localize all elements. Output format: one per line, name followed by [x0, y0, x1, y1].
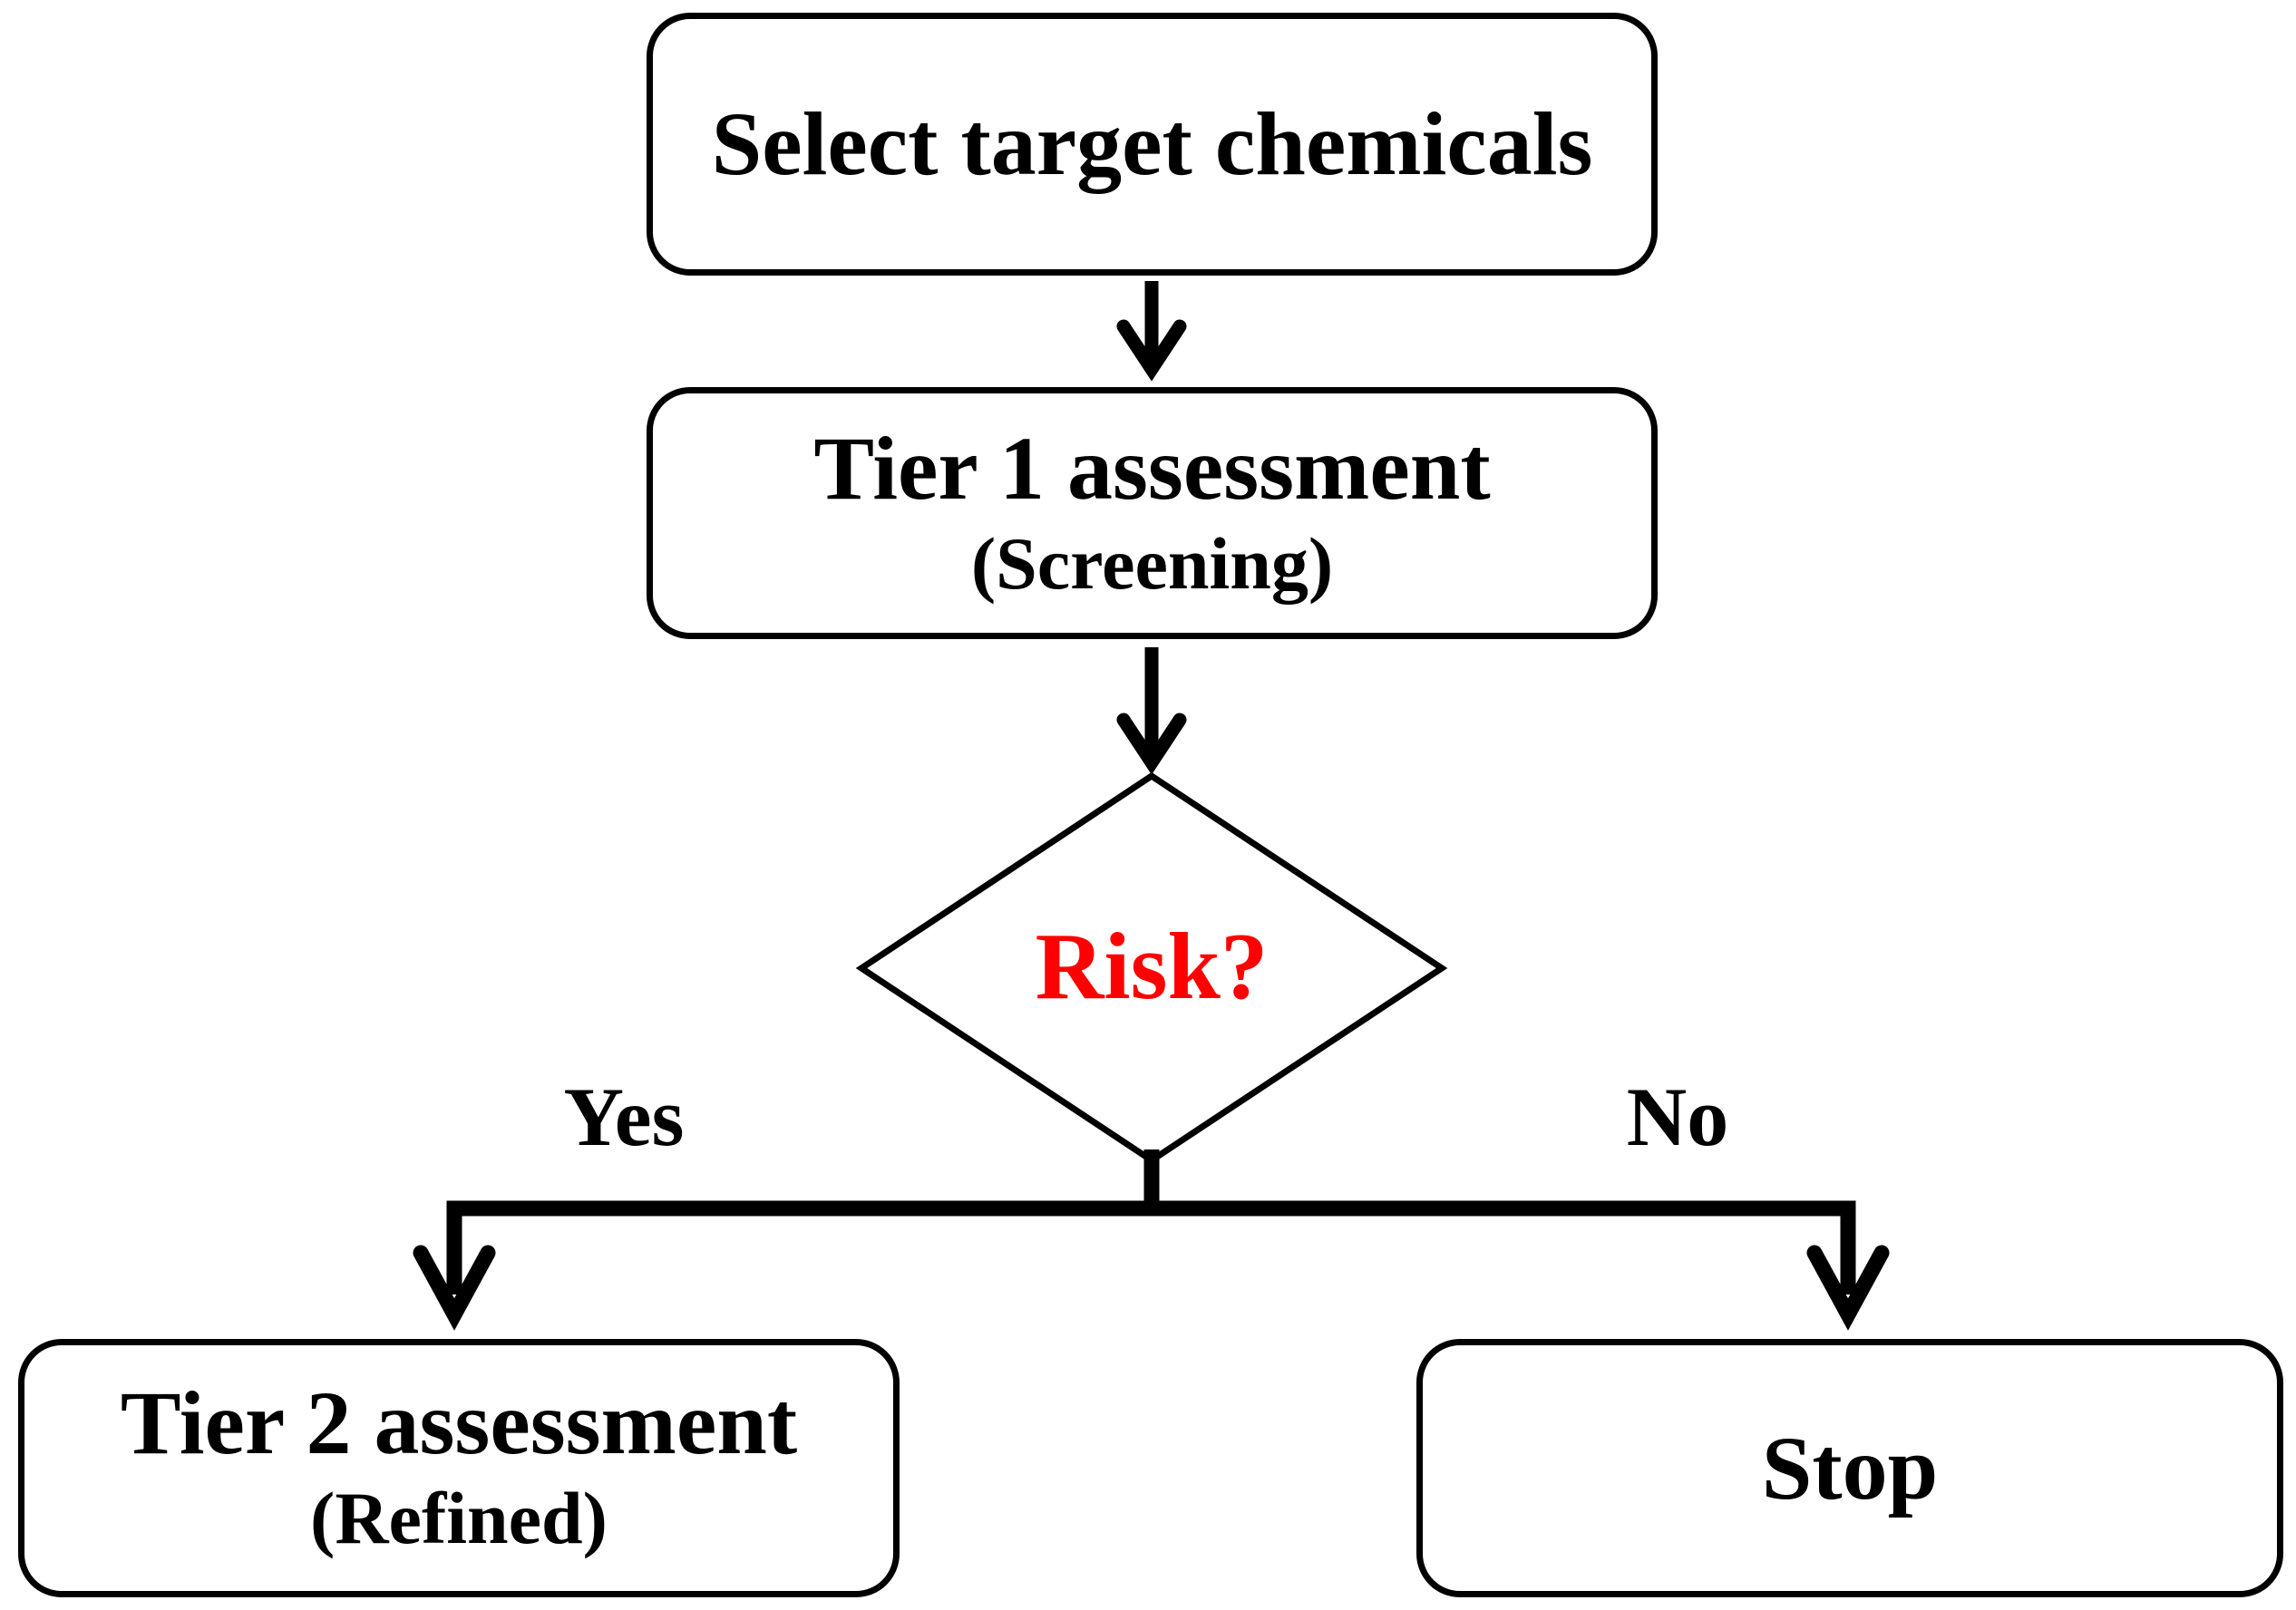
node-select-target-chemicals: Select target chemicals: [647, 13, 1658, 276]
arrowhead-no: [1806, 1245, 1890, 1331]
edge-label-no: No: [1626, 1071, 1729, 1163]
node-tier2-sublabel: (Refined): [310, 1477, 608, 1560]
node-stop-label: Stop: [1761, 1417, 1939, 1518]
risk-label: Risk?: [1035, 912, 1269, 1019]
arrow-select-to-tier1: [1116, 281, 1187, 382]
node-stop: Stop: [1416, 1339, 2283, 1597]
node-tier2-label: Tier 2 assessment: [120, 1372, 798, 1474]
arrow-tier1-to-risk: [1116, 647, 1187, 775]
node-tier1-sublabel: (Screening): [970, 521, 1334, 605]
branch-connector: [413, 1149, 1890, 1331]
node-tier1-assessment: Tier 1 assessment (Screening): [647, 387, 1658, 639]
node-tier2-assessment: Tier 2 assessment (Refined): [18, 1339, 900, 1597]
node-tier1-label: Tier 1 assessment: [813, 417, 1491, 519]
edge-label-yes: Yes: [563, 1071, 685, 1163]
node-select-label: Select target chemicals: [711, 93, 1593, 194]
arrowhead-yes: [413, 1245, 496, 1331]
